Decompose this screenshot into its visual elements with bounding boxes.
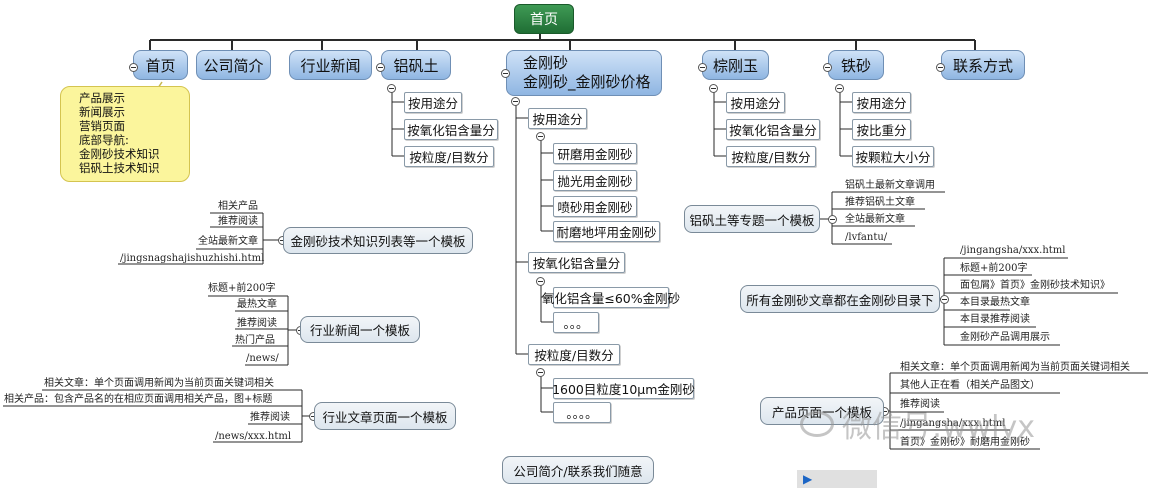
collapse-icon[interactable] xyxy=(501,69,510,78)
branch-emery[interactable]: 金刚砂 金刚砂_金刚砂价格 xyxy=(506,50,662,96)
template-item: 全站最新文章 xyxy=(198,236,258,247)
bauxite-by-use[interactable]: 按用途分 xyxy=(404,92,462,113)
emery-use-item[interactable]: 研磨用金刚砂 xyxy=(553,143,637,164)
template-item: 首页》金刚砂》耐磨用金刚砂 xyxy=(900,437,1030,448)
collapse-icon[interactable] xyxy=(823,63,832,72)
homepage-note: 产品展示 新闻展示 营销页面 底部导航: 金刚砂技术知识 铝矾土技术知识 xyxy=(60,86,190,182)
template-item: 金刚砂产品调用展示 xyxy=(960,332,1050,343)
collapse-icon[interactable] xyxy=(835,84,844,93)
template-item: /jingangsha/xxx.html xyxy=(900,418,1006,429)
note-line: 铝矾土技术知识 xyxy=(79,161,160,175)
media-control[interactable]: ▶ xyxy=(797,470,877,488)
template-item: 相关文章：单个页面调用新闻为当前页面关键词相关 xyxy=(44,378,274,389)
brown-by-alumina[interactable]: 按氧化铝含量分 xyxy=(726,119,820,140)
template-item: 相关产品：包含产品名的在相应页面调用相关产品，图+标题 xyxy=(4,394,273,405)
play-icon[interactable]: ▶ xyxy=(803,472,813,486)
template-item: /news/ xyxy=(246,353,279,364)
bauxite-by-alumina[interactable]: 按氧化铝含量分 xyxy=(404,119,498,140)
note-line: 底部导航: xyxy=(79,133,129,147)
collapse-icon[interactable] xyxy=(698,63,707,72)
template-item: 热门产品 xyxy=(235,335,275,346)
template-item: 全站最新文章 xyxy=(845,214,905,225)
iron-by-size[interactable]: 按颗粒大小分 xyxy=(852,146,934,167)
branch-emery-line1: 金刚砂 xyxy=(523,54,569,72)
branch-contact[interactable]: 联系方式 xyxy=(941,50,1025,80)
template-item: 标题+前200字 xyxy=(208,283,276,294)
root-node-home[interactable]: 首页 xyxy=(514,4,574,34)
emery-use-item[interactable]: 喷砂用金刚砂 xyxy=(553,196,637,217)
note-line: 产品展示 xyxy=(79,91,125,105)
note-line: 金刚砂技术知识 xyxy=(79,147,160,161)
iron-by-use[interactable]: 按用途分 xyxy=(852,92,911,113)
template-item: 推荐阅读 xyxy=(250,412,290,423)
collapse-icon[interactable] xyxy=(536,132,545,141)
template-item: 本目录推荐阅读 xyxy=(960,314,1030,325)
emery-alumina-item[interactable]: 。。。 xyxy=(553,312,599,333)
emery-grit-item[interactable]: 。。。。 xyxy=(553,402,611,423)
template-item: /news/xxx.html xyxy=(215,431,292,442)
template-item: 本目录最热文章 xyxy=(960,297,1030,308)
emery-use-item[interactable]: 耐磨地坪用金刚砂 xyxy=(553,221,660,242)
emery-grit-item[interactable]: 1600目粒度10μm金刚砂 xyxy=(552,378,695,399)
brown-by-grit[interactable]: 按粒度/目数分 xyxy=(726,146,816,167)
template-industry-news[interactable]: 行业新闻一个模板 xyxy=(300,316,420,343)
template-bauxite-topic[interactable]: 铝矾土等专题一个模板 xyxy=(684,205,820,233)
collapse-icon[interactable] xyxy=(709,84,718,93)
template-item: 推荐阅读 xyxy=(900,399,940,410)
template-article-page[interactable]: 行业文章页面一个模板 xyxy=(314,402,456,430)
branch-emery-line2: 金刚砂_金刚砂价格 xyxy=(523,73,651,91)
branch-brown-corundum[interactable]: 棕刚玉 xyxy=(702,50,769,80)
branch-home[interactable]: 首页 xyxy=(133,50,188,80)
collapse-icon[interactable] xyxy=(936,63,945,72)
note-line: 新闻展示 xyxy=(79,105,125,119)
branch-company-profile[interactable]: 公司简介 xyxy=(196,50,271,80)
emery-alumina-item[interactable]: 氧化铝含量≤60%金刚砂 xyxy=(542,287,680,308)
template-item: 相关文章：单个页面调用新闻为当前页面关键词相关 xyxy=(900,362,1130,373)
template-emery-directory[interactable]: 所有金刚砂文章都在金刚砂目录下 xyxy=(740,285,940,313)
template-item: 相关产品 xyxy=(218,201,258,212)
template-item: /lvfantu/ xyxy=(845,232,888,243)
emery-by-use[interactable]: 按用途分 xyxy=(528,108,587,129)
wechat-icon xyxy=(800,411,834,437)
footer-note[interactable]: 公司简介/联系我们随意 xyxy=(502,456,654,484)
template-item: /jingangsha/xxx.html xyxy=(960,245,1066,256)
branch-industry-news[interactable]: 行业新闻 xyxy=(289,50,372,80)
emery-use-item[interactable]: 抛光用金刚砂 xyxy=(553,170,637,191)
collapse-icon[interactable] xyxy=(511,97,520,106)
template-item: 面包屑》首页》金刚砂技术知识》 xyxy=(960,280,1110,291)
wechat-watermark: 微信号:wwlyx xyxy=(800,402,1100,446)
template-item: 最热文章 xyxy=(237,299,277,310)
collapse-icon[interactable] xyxy=(940,295,949,304)
template-item: 推荐阅读 xyxy=(237,318,277,329)
branch-bauxite[interactable]: 铝矾土 xyxy=(381,50,451,80)
branch-iron-sand[interactable]: 铁砂 xyxy=(828,50,884,80)
emery-by-grit[interactable]: 按粒度/目数分 xyxy=(528,344,620,365)
collapse-icon[interactable] xyxy=(129,63,138,72)
iron-by-density[interactable]: 按比重分 xyxy=(852,119,911,140)
collapse-icon[interactable] xyxy=(376,63,385,72)
emery-by-alumina[interactable]: 按氧化铝含量分 xyxy=(528,252,625,273)
brown-by-use[interactable]: 按用途分 xyxy=(726,92,785,113)
collapse-icon[interactable] xyxy=(828,215,837,224)
collapse-icon[interactable] xyxy=(536,277,545,286)
collapse-icon[interactable] xyxy=(536,368,545,377)
template-item: 标题+前200字 xyxy=(960,263,1028,274)
collapse-icon[interactable] xyxy=(387,84,396,93)
note-line: 营销页面 xyxy=(79,119,125,133)
template-item: 铝矾土最新文章调用 xyxy=(845,180,935,191)
template-item: /jingsnagshajishuzhishi.html xyxy=(120,253,265,264)
watermark-text: 微信号:wwlyx xyxy=(842,410,1036,445)
template-item: 其他人正在看（相关产品图文） xyxy=(900,380,1040,391)
template-item: 推荐铝矾土文章 xyxy=(845,197,915,208)
template-item: 推荐阅读 xyxy=(218,216,258,227)
template-knowledge-list[interactable]: 金刚砂技术知识列表等一个模板 xyxy=(283,227,473,254)
bauxite-by-grit[interactable]: 按粒度/目数分 xyxy=(404,146,494,167)
